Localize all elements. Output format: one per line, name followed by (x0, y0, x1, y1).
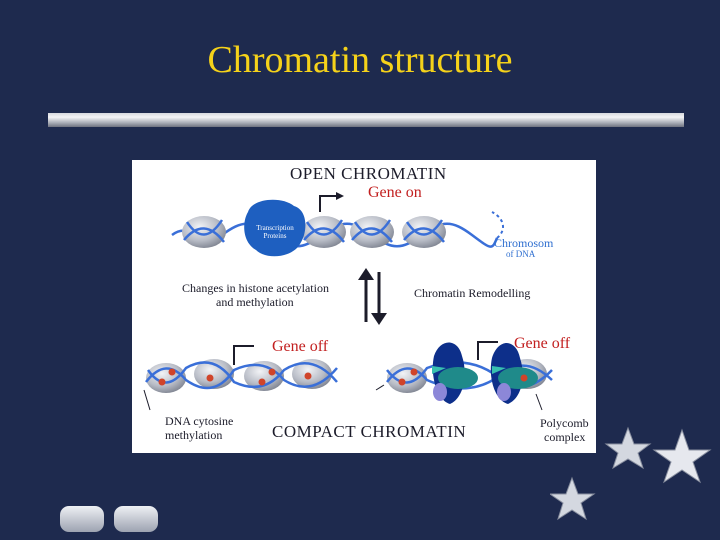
polycomb-line1: Polycomb (540, 416, 589, 430)
methyl-mark (158, 378, 166, 386)
polycomb-subunit (497, 383, 511, 401)
gene-off-left-label: Gene off (272, 338, 329, 355)
star-icon (604, 426, 652, 470)
chromatin-diagram-graphic (143, 192, 553, 411)
compact-chromatin-fiber-right (375, 341, 553, 411)
polycomb-subunit (433, 383, 447, 401)
star-icon (652, 428, 712, 484)
chromatin-diagram: OPEN CHROMATIN Gene on Transcription Pro… (132, 160, 596, 453)
chromosome-label: Chromosom (494, 236, 554, 250)
methyl-mark (168, 368, 176, 376)
methyl-mark (398, 378, 406, 386)
chromatin-remodelling-label: Chromatin Remodelling (414, 286, 531, 300)
open-chromatin-label: OPEN CHROMATIN (290, 164, 447, 183)
methyl-mark (206, 374, 214, 382)
compact-chromatin-fiber-left (143, 345, 338, 411)
nucleosome (402, 216, 446, 248)
of-dna-label: of DNA (506, 249, 536, 259)
title-divider-bar (48, 113, 684, 127)
polycomb-subunit (438, 367, 478, 389)
nucleosome (244, 361, 284, 391)
remodelling-arrows (358, 268, 387, 325)
gene-off-right-label: Gene off (514, 335, 571, 352)
nav-forward-button[interactable] (114, 506, 158, 532)
nucleosome (302, 216, 346, 248)
compact-chromatin-label: COMPACT CHROMATIN (272, 422, 467, 441)
methyl-mark (258, 378, 266, 386)
transcription-protein (244, 199, 306, 257)
histone-changes-line2: and methylation (216, 295, 294, 309)
star-icon (550, 476, 596, 521)
gene-on-label: Gene on (368, 184, 422, 201)
nav-back-button[interactable] (60, 506, 104, 532)
histone-changes-line1: Changes in histone acetylation (182, 281, 329, 295)
methyl-mark (304, 372, 312, 380)
polycomb-subunit (498, 367, 538, 389)
transcription-proteins-label: Transcription Proteins (256, 224, 294, 240)
nucleosome (182, 216, 226, 248)
methyl-mark (410, 368, 418, 376)
methyl-mark (268, 368, 276, 376)
methyl-mark (520, 374, 528, 382)
slide-title: Chromatin structure (207, 39, 513, 81)
star-decoration (550, 426, 712, 521)
open-chromatin-fiber (171, 192, 504, 257)
polycomb-line2: complex (544, 430, 586, 444)
dna-methylation-line2: methylation (165, 428, 223, 442)
nucleosome (350, 216, 394, 248)
dna-methylation-line1: DNA cytosine (165, 414, 234, 428)
